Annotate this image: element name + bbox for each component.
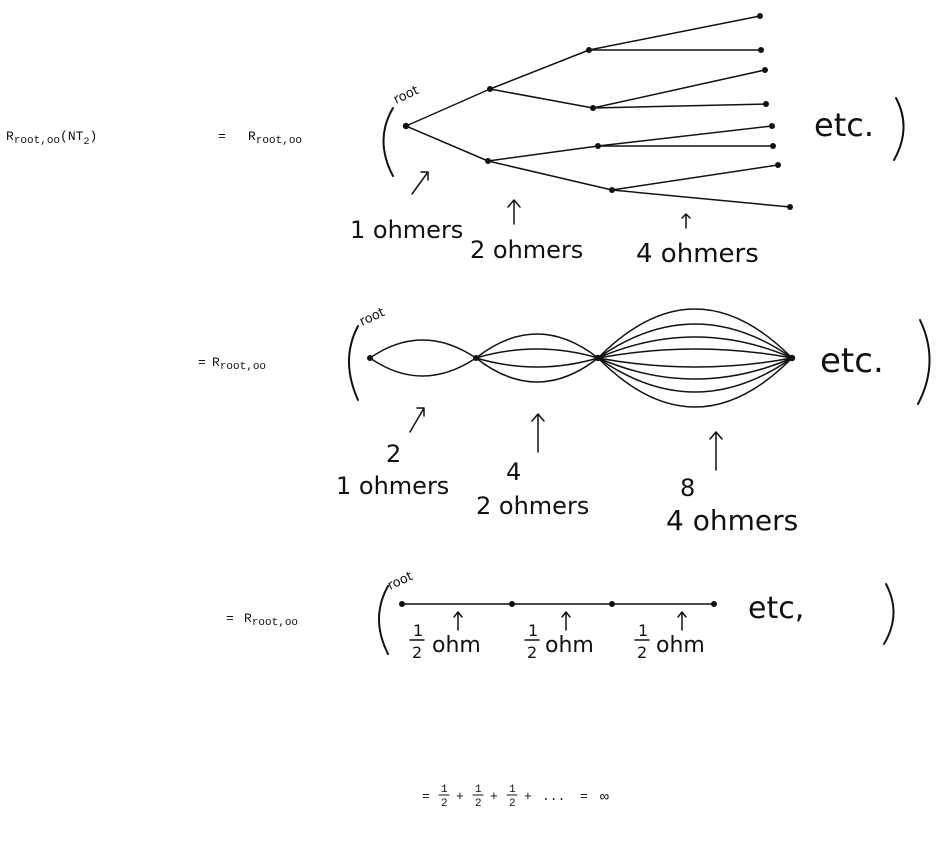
row2-root-label: root — [357, 305, 387, 330]
svg-text:ohm: ohm — [545, 633, 594, 658]
row-1-tree: Rroot,oo(NT2) = Rroot,oo root — [6, 13, 905, 269]
etc-label: etc. — [814, 106, 874, 144]
count-8: 8 — [680, 474, 695, 502]
label-1-ohmers: 1 ohmers — [350, 216, 463, 244]
svg-text:1: 1 — [528, 621, 538, 640]
tree-nodes — [402, 13, 793, 210]
svg-text:=: = — [580, 789, 588, 804]
row2-close-paren — [917, 319, 931, 405]
svg-text:ohm: ohm — [432, 633, 481, 658]
bundle-nodes — [367, 354, 796, 362]
svg-text:∞: ∞ — [600, 789, 609, 806]
rhs-resistance: Rroot,oo — [248, 129, 302, 147]
row-4-sum: = 1 2 + 1 2 + 1 2 + ... = ∞ — [422, 784, 609, 810]
svg-text:2: 2 — [527, 643, 537, 662]
count-2: 2 — [386, 440, 401, 468]
row2-label-2-ohmers: 2 ohmers — [476, 492, 589, 520]
label-2-ohmers: 2 ohmers — [470, 236, 583, 264]
svg-text:ohm: ohm — [656, 633, 705, 658]
svg-text:1: 1 — [509, 784, 516, 796]
row-3-series: = Rroot,oo root etc, 1 2 ohm 1 — [226, 569, 895, 662]
svg-text:+: + — [456, 789, 464, 804]
sum-term-1: 1 2 — [438, 784, 450, 810]
row3-root-label: root — [385, 569, 415, 594]
open-paren — [382, 107, 394, 177]
bundle-edges — [369, 308, 793, 408]
row2-open-paren — [348, 325, 359, 401]
row3-close-paren — [883, 583, 895, 645]
row1-arrows — [411, 171, 691, 229]
row-2-parallel: = Rroot,oo root — [198, 305, 931, 537]
svg-text:2: 2 — [412, 643, 422, 662]
svg-text:2: 2 — [475, 798, 482, 810]
row3-etc: etc, — [748, 591, 804, 626]
fraction-2: 1 2 ohm — [524, 621, 594, 662]
svg-text:1: 1 — [441, 784, 448, 796]
svg-text:2: 2 — [637, 643, 647, 662]
row2-label-4-ohmers: 4 ohmers — [666, 504, 798, 537]
equation-lhs: Rroot,oo(NT2) — [6, 129, 97, 148]
row2-resistance: Rroot,oo — [212, 355, 266, 373]
root-label: root — [391, 83, 421, 108]
row2-arrows — [409, 407, 723, 471]
count-4: 4 — [506, 458, 521, 486]
svg-text:1: 1 — [638, 621, 648, 640]
svg-text:1: 1 — [413, 621, 423, 640]
row2-etc: etc. — [820, 341, 884, 381]
row3-open-paren — [378, 585, 389, 655]
series-nodes — [399, 601, 717, 607]
svg-text:...: ... — [542, 789, 565, 804]
row3-resistance: Rroot,oo — [244, 611, 298, 629]
row2-equals: = — [198, 355, 206, 370]
tree-edges — [405, 15, 791, 208]
svg-text:+: + — [490, 789, 498, 804]
equals-sign: = — [218, 129, 226, 144]
svg-text:+: + — [524, 789, 532, 804]
sum-term-3: 1 2 — [506, 784, 518, 810]
svg-text:2: 2 — [509, 798, 516, 810]
close-paren — [893, 97, 905, 161]
row2-label-1-ohmers: 1 ohmers — [336, 472, 449, 500]
label-4-ohmers: 4 ohmers — [636, 239, 759, 269]
svg-text:2: 2 — [441, 798, 448, 810]
fraction-1: 1 2 ohm — [409, 621, 481, 662]
fraction-3: 1 2 ohm — [634, 621, 705, 662]
sum-term-2: 1 2 — [472, 784, 484, 810]
svg-text:=: = — [422, 789, 430, 804]
row3-equals: = — [226, 611, 234, 626]
row3-arrows — [453, 611, 687, 631]
svg-text:1: 1 — [475, 784, 482, 796]
